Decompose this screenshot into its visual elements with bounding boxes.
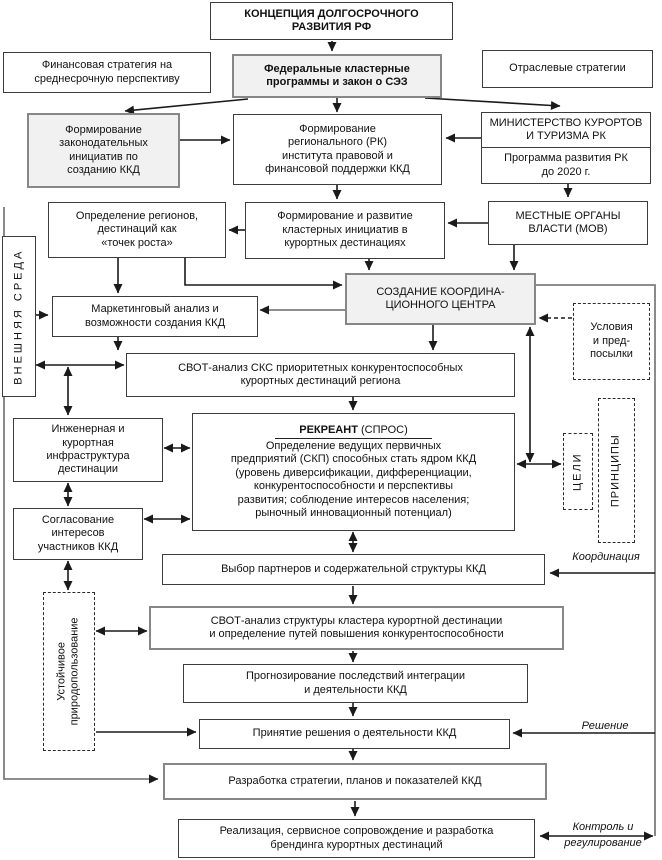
node-swot-cluster-structure: СВОТ-анализ структуры кластера курортной… (149, 606, 564, 650)
flow-label-decision: Решение (581, 720, 629, 732)
node-rekreant-demand-content: РЕКРЕАНТ (СПРОС) Определение ведущих пер… (195, 410, 512, 534)
node-cluster-initiatives-label: Формирование и развитие кластерных иници… (277, 210, 413, 250)
node-principles: ПРИНЦИПЫ (598, 398, 635, 543)
node-external-environment: ВНЕШНЯЯ СРЕДА (2, 236, 36, 397)
node-infrastructure: Инженерная и курортная инфраструктура де… (13, 418, 163, 482)
node-growth-point-regions: Определение регионов, дестинаций как «то… (48, 202, 226, 258)
node-activity-decision-label: Принятие решения о деятельности ККД (252, 727, 457, 740)
node-strategy-plans-indicators: Разработка стратегии, планов и показател… (163, 763, 547, 800)
node-infrastructure-label: Инженерная и курортная инфраструктура де… (46, 423, 130, 476)
node-integration-forecast-label: Прогнозирование последствий интеграции и… (246, 670, 465, 696)
node-stakeholder-agreement-label: Согласование интересов участников ККД (37, 513, 119, 553)
rekreant-title-bold: РЕКРЕАНТ (299, 423, 358, 436)
node-rekreant-demand: РЕКРЕАНТ (СПРОС) Определение ведущих пер… (192, 413, 515, 531)
node-goals: ЦЕЛИ (563, 433, 593, 510)
node-cluster-initiatives: Формирование и развитие кластерных иници… (245, 202, 445, 259)
node-concept-label: КОНЦЕПЦИЯ ДОЛГОСРОЧНОГО РАЗВИТИЯ РФ (244, 7, 419, 33)
node-coordination-centre: СОЗДАНИЕ КООРДИНА- ЦИОННОГО ЦЕНТРА (345, 273, 536, 325)
node-swot-cluster-structure-label: СВОТ-анализ структуры кластера курортной… (209, 614, 504, 640)
node-financial-strategy: Финансовая стратегия на среднесрочную пе… (3, 52, 211, 93)
node-regional-institute-label: Формирование регионального (РК) институт… (265, 122, 410, 175)
node-conditions-prerequisites: Условия и пред- посылки (573, 303, 650, 380)
node-strategy-plans-indicators-label: Разработка стратегии, планов и показател… (228, 774, 482, 787)
node-development-program-2020-label: Программа развития РК до 2020 г. (504, 152, 628, 178)
node-swot-sks-destinations-label: СВОТ-анализ СКС приоритетных конкурентос… (178, 361, 463, 387)
node-local-government-label: МЕСТНЫЕ ОРГАНЫ ВЛАСТИ (МОВ) (515, 209, 621, 235)
node-implementation-branding-label: Реализация, сервисное сопровождение и ра… (219, 825, 494, 851)
node-financial-strategy-label: Финансовая стратегия на среднесрочную пе… (34, 59, 180, 85)
node-regional-institute: Формирование регионального (РК) институт… (233, 114, 442, 185)
node-sustainable-nature-use: Устойчивое природопользование (43, 592, 95, 751)
node-swot-sks-destinations: СВОТ-анализ СКС приоритетных конкурентос… (126, 353, 515, 397)
rekreant-body: Определение ведущих первичных предприяти… (230, 439, 477, 520)
node-federal-cluster-programs-label: Федеральные кластерные программы и закон… (264, 62, 410, 88)
node-marketing-analysis-label: Маркетинговый анализ и возможности созда… (84, 303, 226, 329)
node-sectoral-strategies: Отраслевые стратегии (482, 50, 653, 88)
node-legislative-initiatives-label: Формирование законодательных инициатив п… (59, 123, 148, 176)
rekreant-title-rest: (СПРОС) (357, 423, 408, 436)
node-sectoral-strategies-label: Отраслевые стратегии (509, 62, 626, 75)
node-concept: КОНЦЕПЦИЯ ДОЛГОСРОЧНОГО РАЗВИТИЯ РФ (210, 2, 453, 40)
node-local-government: МЕСТНЫЕ ОРГАНЫ ВЛАСТИ (МОВ) (488, 201, 648, 245)
node-sustainable-nature-use-label: Устойчивое природопользование (55, 617, 81, 726)
node-integration-forecast: Прогнозирование последствий интеграции и… (183, 664, 528, 703)
node-legislative-initiatives: Формирование законодательных инициатив п… (27, 113, 180, 188)
node-conditions-prerequisites-label: Условия и пред- посылки (590, 321, 633, 361)
node-partner-selection-label: Выбор партнеров и содержательной структу… (221, 562, 486, 575)
node-ministry-resorts-tourism-label: МИНИСТЕРСТВО КУРОРТОВ И ТУРИЗМА РК (489, 116, 643, 142)
node-growth-point-regions-label: Определение регионов, дестинаций как «то… (75, 209, 199, 249)
node-partner-selection: Выбор партнеров и содержательной структу… (162, 554, 545, 585)
rekreant-title: РЕКРЕАНТ (СПРОС) (275, 424, 432, 439)
node-goals-label: ЦЕЛИ (571, 452, 584, 491)
flow-label-coordination: Координация (572, 551, 640, 563)
node-coordination-centre-label: СОЗДАНИЕ КООРДИНА- ЦИОННОГО ЦЕНТРА (376, 285, 505, 311)
node-federal-cluster-programs: Федеральные кластерные программы и закон… (232, 54, 442, 98)
flow-label-control-regulation: Контроль и регулирование (564, 821, 642, 849)
node-development-program-2020: Программа развития РК до 2020 г. (481, 147, 651, 184)
node-ministry-resorts-tourism: МИНИСТЕРСТВО КУРОРТОВ И ТУРИЗМА РК (481, 112, 651, 148)
node-stakeholder-agreement: Согласование интересов участников ККД (13, 508, 143, 560)
node-principles-label: ПРИНЦИПЫ (609, 434, 622, 507)
node-marketing-analysis: Маркетинговый анализ и возможности созда… (52, 296, 258, 337)
node-implementation-branding: Реализация, сервисное сопровождение и ра… (178, 819, 535, 858)
node-external-environment-label: ВНЕШНЯЯ СРЕДА (12, 248, 25, 385)
node-activity-decision: Принятие решения о деятельности ККД (199, 719, 510, 749)
